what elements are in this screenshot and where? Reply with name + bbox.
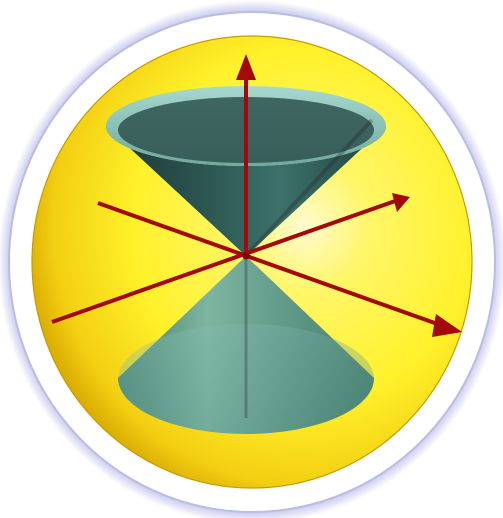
cone-vertex xyxy=(243,253,250,260)
